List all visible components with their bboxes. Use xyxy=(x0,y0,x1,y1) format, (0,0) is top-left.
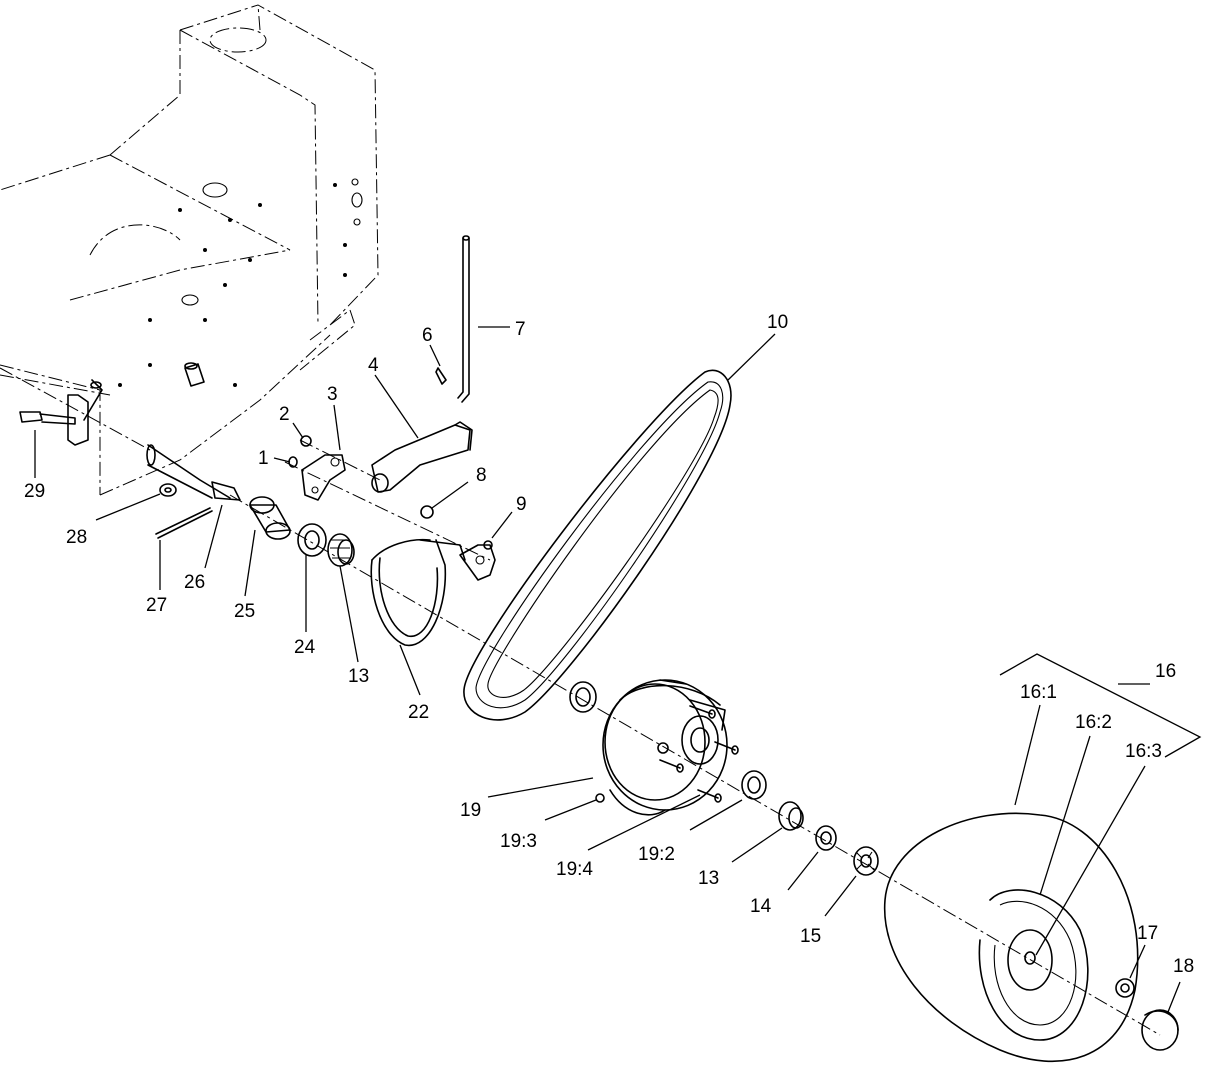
pin-27 xyxy=(155,507,213,539)
callout-13-right: 13 xyxy=(698,868,719,889)
hub-cap-18 xyxy=(1141,1009,1179,1051)
brake-band-22 xyxy=(370,538,466,646)
bolt-29 xyxy=(19,411,76,425)
cotter-pin-left xyxy=(83,379,103,421)
callout-18: 18 xyxy=(1173,956,1194,977)
castle-nut-15 xyxy=(853,846,879,876)
callout-2: 2 xyxy=(279,404,290,425)
bushing-25 xyxy=(249,496,291,540)
callout-13-left: 13 xyxy=(348,666,369,687)
callout-19-2: 19:2 xyxy=(638,844,675,865)
callout-6: 6 xyxy=(422,325,433,346)
assembly-bracket-16 xyxy=(999,653,1202,758)
washer-14 xyxy=(815,825,837,851)
bracket-left xyxy=(67,394,89,446)
callout-19-3: 19:3 xyxy=(500,831,537,852)
callout-27: 27 xyxy=(146,595,167,616)
nut-28 xyxy=(159,483,177,497)
axle-tube xyxy=(146,444,241,501)
callout-10: 10 xyxy=(767,312,788,333)
callout-7: 7 xyxy=(515,319,526,340)
brake-drum-19 xyxy=(602,679,728,816)
callout-16: 16 xyxy=(1155,661,1176,682)
bearing-13-left xyxy=(327,533,355,567)
callout-16-3: 16:3 xyxy=(1125,741,1162,762)
callout-19-4: 19:4 xyxy=(556,859,593,880)
callout-labels: 1 2 3 4 6 7 8 9 10 13 13 14 15 16 16:1 1… xyxy=(24,312,1194,977)
axis-centerlines xyxy=(0,367,1161,1036)
callout-9: 9 xyxy=(516,494,527,515)
callout-1: 1 xyxy=(258,448,269,469)
callout-28: 28 xyxy=(66,527,87,548)
seal-19-2-left xyxy=(569,681,597,713)
frame-phantom xyxy=(0,4,379,496)
callout-3: 3 xyxy=(327,384,338,405)
leader-lines xyxy=(34,326,1181,1013)
tire-16 xyxy=(883,812,1139,1062)
callout-22: 22 xyxy=(408,702,429,723)
callout-25: 25 xyxy=(234,601,255,622)
bearing-13-right xyxy=(778,801,804,831)
valve-nut-17 xyxy=(1115,978,1135,998)
callout-14: 14 xyxy=(750,896,772,917)
wheel-studs-19-4 xyxy=(657,705,739,803)
callout-15: 15 xyxy=(800,926,821,947)
seal-24 xyxy=(297,523,327,557)
callout-8: 8 xyxy=(476,465,487,486)
callout-29: 29 xyxy=(24,481,45,502)
grease-fitting-19-3 xyxy=(595,793,605,803)
callout-24: 24 xyxy=(294,637,316,658)
brake-lever-4 xyxy=(371,421,473,493)
callout-4: 4 xyxy=(368,355,379,376)
brake-arm-9 xyxy=(459,540,496,581)
cotter-6 xyxy=(435,367,447,385)
spring-clip-8 xyxy=(420,505,434,519)
callout-26: 26 xyxy=(184,572,205,593)
callout-17: 17 xyxy=(1137,923,1158,944)
brake-arm-3 xyxy=(301,454,346,501)
seal-19-2-right xyxy=(741,770,767,800)
callout-19: 19 xyxy=(460,800,481,821)
callout-16-1: 16:1 xyxy=(1020,682,1057,703)
rod-7 xyxy=(457,235,470,403)
drive-belt-10 xyxy=(463,369,732,721)
callout-16-2: 16:2 xyxy=(1075,712,1112,733)
